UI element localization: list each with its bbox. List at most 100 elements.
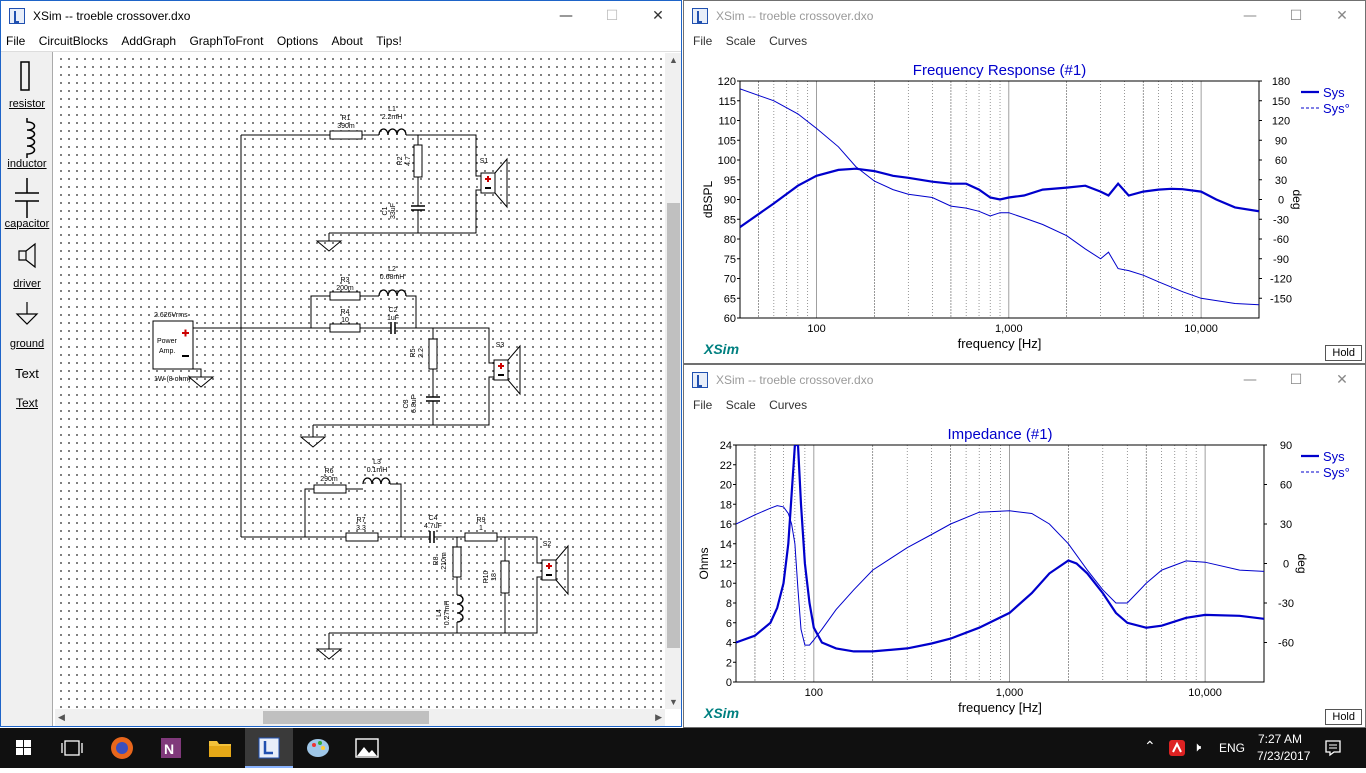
- plus-icon: [546, 563, 552, 569]
- menu-addgraph[interactable]: AddGraph: [121, 34, 177, 48]
- menu-file[interactable]: File: [6, 34, 26, 48]
- xsim-brand: XSim: [704, 341, 740, 357]
- maximize-button[interactable]: ☐: [1289, 8, 1303, 24]
- xsim-icon: [258, 737, 280, 759]
- maximize-button[interactable]: ☐: [1289, 372, 1303, 388]
- taskbar-explorer[interactable]: [196, 728, 244, 768]
- taskbar-paint[interactable]: [294, 728, 342, 768]
- menu-file[interactable]: File: [693, 398, 713, 412]
- onenote-icon: N: [161, 738, 181, 758]
- menu-options[interactable]: Options: [276, 34, 319, 48]
- clock-date[interactable]: 7/23/2017: [1257, 749, 1311, 763]
- menu-file[interactable]: File: [693, 34, 713, 48]
- y2-tick-label: 120: [1272, 116, 1290, 128]
- palette-text-1[interactable]: Text: [1, 364, 53, 388]
- palette-capacitor[interactable]: capacitor: [1, 176, 53, 234]
- speaker-body: [541, 559, 557, 581]
- task-view-button[interactable]: [48, 728, 96, 768]
- menu-curves[interactable]: Curves: [769, 398, 808, 412]
- component-name: C1: [382, 206, 389, 215]
- legend-label: Sys: [1323, 85, 1345, 100]
- hold-button[interactable]: Hold: [1325, 345, 1362, 361]
- windows-logo-icon: [16, 740, 31, 755]
- y-tick-label: 18: [720, 499, 732, 511]
- minimize-button[interactable]: —: [1243, 8, 1257, 24]
- palette-inductor[interactable]: inductor: [1, 116, 53, 174]
- palette-ground[interactable]: ground: [1, 296, 53, 354]
- vertical-scroll-thumb[interactable]: [667, 203, 680, 648]
- menu-tips[interactable]: Tips!: [376, 34, 402, 48]
- menu-curves[interactable]: Curves: [769, 34, 808, 48]
- taskbar-xsim[interactable]: [245, 728, 293, 768]
- main-menubar: File CircuitBlocks AddGraph GraphToFront…: [1, 31, 681, 52]
- taskbar-firefox[interactable]: [98, 728, 146, 768]
- component-name: R8: [433, 556, 440, 565]
- horizontal-scrollbar[interactable]: ◀ ▶: [55, 709, 665, 726]
- component-name: S1: [480, 158, 489, 165]
- impedance-chart[interactable]: Impedance (#1)24222018161412108642090603…: [684, 416, 1366, 727]
- start-button[interactable]: [0, 728, 48, 768]
- scroll-down-icon[interactable]: ▼: [669, 697, 678, 707]
- r5: [428, 338, 438, 370]
- r1: [329, 130, 363, 140]
- app-icon: [9, 8, 25, 24]
- y2-tick-label: 60: [1275, 155, 1287, 167]
- c3: [426, 396, 440, 402]
- speaker-s1: [480, 157, 508, 209]
- component-name: C3: [403, 399, 410, 408]
- minimize-button[interactable]: —: [1243, 372, 1257, 388]
- y2-axis-label-group: deg: [1295, 553, 1309, 573]
- y-tick-label: 95: [724, 175, 736, 187]
- menu-graphtofront[interactable]: GraphToFront: [189, 34, 264, 48]
- palette-resistor[interactable]: resistor: [1, 56, 53, 114]
- tray-chevron-icon[interactable]: ⌃: [1144, 738, 1156, 754]
- close-button[interactable]: ✕: [652, 8, 664, 24]
- scroll-right-icon[interactable]: ▶: [655, 712, 662, 722]
- grid: [735, 445, 1265, 682]
- palette-text-2[interactable]: Text: [1, 394, 53, 418]
- clock-time[interactable]: 7:27 AM: [1258, 732, 1303, 746]
- y-tick-label: 75: [724, 254, 736, 266]
- palette-driver[interactable]: driver: [1, 236, 53, 294]
- imp-titlebar[interactable]: XSim -- troeble crossover.dxo — ☐ ✕: [684, 365, 1365, 395]
- freq-titlebar[interactable]: XSim -- troeble crossover.dxo — ☐ ✕: [684, 1, 1365, 31]
- taskbar-photos[interactable]: [343, 728, 391, 768]
- component-value: 0.68mH: [380, 274, 405, 281]
- taskbar-onenote[interactable]: N: [147, 728, 195, 768]
- maximize-button[interactable]: ☐: [605, 8, 619, 24]
- menu-scale[interactable]: Scale: [725, 398, 756, 412]
- y2-tick-label: 60: [1280, 480, 1292, 492]
- language-indicator[interactable]: ENG: [1219, 741, 1246, 755]
- notifications-icon[interactable]: [1324, 739, 1342, 757]
- scroll-left-icon[interactable]: ◀: [58, 712, 65, 722]
- y-tick-label: 6: [726, 618, 732, 630]
- speaker-body: [480, 172, 496, 194]
- x-tick-label: 10,000: [1184, 323, 1218, 335]
- frequency-response-chart[interactable]: Frequency Response (#1)12011511010510095…: [684, 52, 1366, 363]
- capacitor-icon: [15, 178, 39, 218]
- component-name: S3: [496, 342, 505, 349]
- menu-scale[interactable]: Scale: [725, 34, 756, 48]
- close-button[interactable]: ✕: [1336, 8, 1348, 24]
- vertical-scrollbar[interactable]: ▲ ▼: [665, 53, 681, 709]
- menu-circuitblocks[interactable]: CircuitBlocks: [38, 34, 109, 48]
- hold-button[interactable]: Hold: [1325, 709, 1362, 725]
- close-button[interactable]: ✕: [1336, 372, 1348, 388]
- xsim-brand: XSim: [704, 705, 740, 721]
- amplifier-block: [152, 320, 194, 370]
- y2-tick-label: -150: [1270, 293, 1292, 305]
- horizontal-scroll-thumb[interactable]: [263, 711, 429, 724]
- antivirus-icon[interactable]: [1168, 739, 1186, 757]
- main-titlebar[interactable]: XSim -- troeble crossover.dxo — ☐ ✕: [1, 1, 681, 31]
- volume-icon[interactable]: 🕨: [1193, 739, 1202, 754]
- y-tick-label: 60: [724, 313, 736, 325]
- minimize-button[interactable]: —: [559, 8, 573, 24]
- scroll-up-icon[interactable]: ▲: [669, 55, 678, 65]
- y2-tick-label: -60: [1278, 638, 1294, 650]
- svg-text:N: N: [164, 741, 174, 757]
- chart-title: Impedance (#1): [947, 426, 1052, 443]
- menu-about[interactable]: About: [331, 34, 363, 48]
